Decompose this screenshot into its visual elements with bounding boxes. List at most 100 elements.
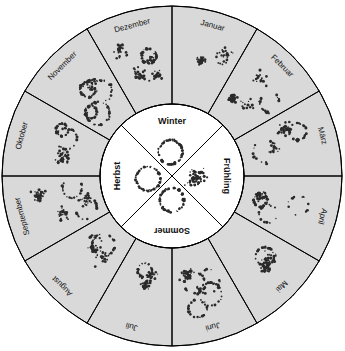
dot-mark [97, 81, 98, 82]
dot-mark [200, 290, 202, 292]
dot-mark [95, 110, 98, 113]
dot-mark [93, 78, 96, 81]
dot-mark [89, 88, 92, 91]
dot-mark [221, 49, 223, 51]
dot-mark [78, 215, 80, 217]
dot-mark [188, 274, 190, 276]
dot-mark [141, 51, 144, 54]
dot-mark [264, 246, 267, 249]
dot-mark [75, 212, 78, 215]
dot-mark [197, 183, 199, 185]
dot-mark [80, 91, 82, 93]
dot-mark [115, 57, 118, 60]
dot-mark [253, 201, 255, 203]
dot-mark [178, 208, 179, 209]
dot-mark [274, 148, 275, 149]
dot-mark [188, 272, 189, 273]
dot-mark [99, 246, 102, 249]
dot-mark [80, 93, 82, 95]
dot-mark [150, 276, 153, 279]
dot-mark [93, 87, 96, 90]
dot-mark [273, 257, 276, 260]
dot-mark [30, 191, 33, 194]
dot-mark [161, 206, 164, 209]
dot-mark [96, 254, 98, 256]
dot-mark [81, 188, 83, 190]
dot-mark [96, 235, 97, 236]
dot-mark [257, 249, 260, 252]
dot-mark [193, 316, 195, 318]
dot-mark [167, 139, 169, 141]
dot-mark [138, 73, 141, 76]
dot-mark [260, 97, 263, 100]
dot-mark [60, 214, 62, 216]
dot-mark [93, 106, 96, 109]
dot-mark [275, 218, 276, 219]
sector-path [234, 91, 342, 176]
label-holder: Dezember [111, 10, 151, 37]
dot-mark [183, 280, 186, 283]
dot-mark [283, 132, 285, 134]
dot-mark [178, 189, 179, 190]
dot-mark [60, 160, 63, 163]
dot-mark [301, 196, 303, 198]
dot-mark [177, 189, 179, 191]
dot-mark [182, 198, 185, 201]
dot-mark [65, 134, 67, 136]
label-holder: Sommer [154, 224, 190, 242]
dot-mark [207, 309, 208, 310]
dot-mark [259, 74, 261, 76]
dot-mark [281, 132, 283, 134]
dot-mark [160, 77, 163, 80]
dot-mark [202, 291, 204, 293]
dot-mark [150, 190, 152, 192]
dot-mark [65, 125, 67, 127]
dot-mark [75, 213, 76, 214]
dot-mark [183, 280, 186, 283]
dot-mark [58, 214, 60, 216]
dot-mark [60, 153, 63, 156]
dot-mark [161, 142, 163, 144]
dot-mark [206, 309, 207, 310]
dot-mark [189, 313, 192, 316]
dot-mark [159, 203, 161, 205]
dot-mark [303, 135, 306, 138]
dot-mark [168, 164, 170, 166]
dot-mark [103, 79, 105, 81]
dot-mark [108, 235, 111, 238]
dot-mark [154, 168, 156, 170]
dot-mark [153, 187, 156, 190]
dot-mark [255, 78, 258, 81]
dot-mark [91, 82, 94, 85]
dot-mark [80, 92, 81, 93]
dot-mark [149, 48, 152, 51]
month-label: Januar [199, 19, 225, 33]
dot-mark [144, 263, 146, 265]
dot-mark [95, 208, 97, 210]
dot-mark [90, 197, 92, 199]
dot-mark [296, 138, 299, 141]
dot-mark [223, 56, 225, 58]
dot-mark [192, 181, 194, 183]
dot-mark [95, 248, 98, 251]
dot-mark [75, 133, 77, 135]
sector-path [208, 29, 319, 140]
season-label: Herbst [113, 162, 122, 191]
dot-mark [263, 266, 265, 268]
dot-mark [147, 62, 150, 65]
dot-mark [103, 258, 106, 261]
month-label: März [316, 126, 328, 145]
dot-mark [187, 305, 190, 308]
label-holder: April [314, 207, 336, 227]
dot-mark [38, 188, 41, 191]
dot-mark [61, 157, 64, 160]
dot-mark [86, 116, 88, 118]
dot-mark [261, 263, 264, 266]
dot-mark [84, 110, 86, 112]
dot-mark [155, 54, 158, 57]
